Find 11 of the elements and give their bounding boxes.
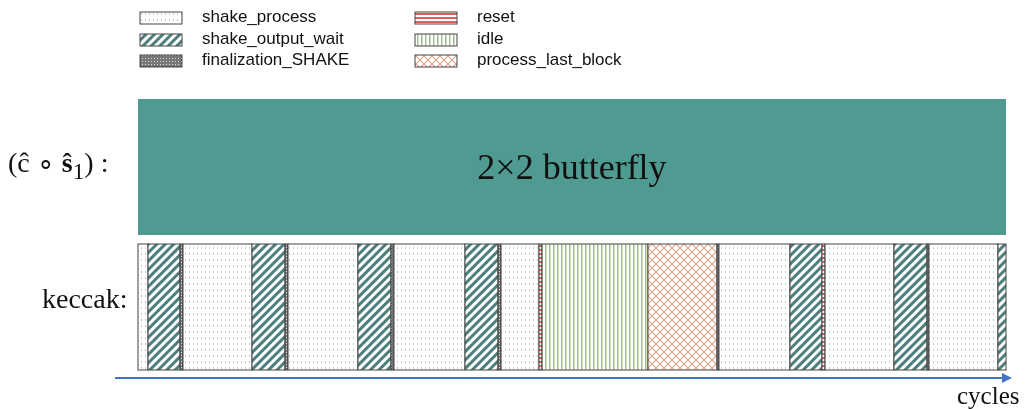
legend-label: reset [477,7,515,27]
legend-label: process_last_block [477,50,622,70]
legend-label: shake_process [202,7,317,27]
legend-label: finalization_SHAKE [202,50,350,70]
row-label: keccak: [42,283,128,315]
axis-label: cycles [957,382,1020,409]
legend-label: shake_output_wait [202,29,344,49]
box-label: 2×2 butterfly [477,146,667,188]
process-box [138,99,1006,235]
legend-label: idle [477,29,504,49]
formula-label: (ĉ ∘ ŝ$_{1}$) : [8,146,109,185]
